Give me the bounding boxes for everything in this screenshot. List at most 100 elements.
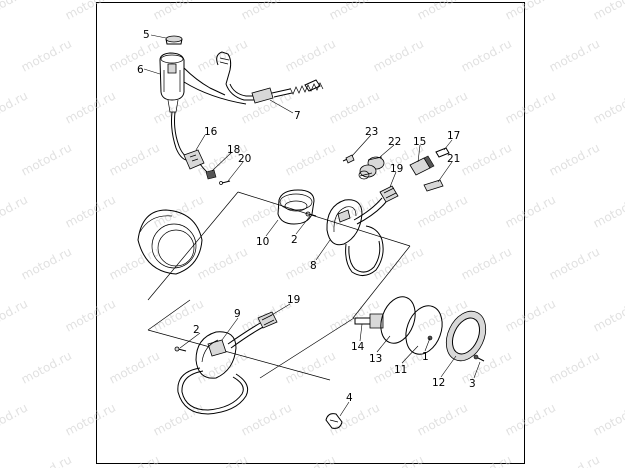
cover-plate-part xyxy=(405,305,443,355)
callout-17: 17 xyxy=(447,130,460,142)
watermark-text: motod.ru xyxy=(327,88,382,126)
callout-10: 10 xyxy=(256,236,269,248)
watermark-text: motod.ru xyxy=(371,36,426,74)
watermark-text: motod.ru xyxy=(283,348,338,386)
wire-connector-part xyxy=(379,185,399,203)
callout-6: 6 xyxy=(137,64,144,76)
watermark-text: motod.ru xyxy=(459,140,514,178)
diagram-frame xyxy=(96,2,525,464)
watermark-text: motod.ru xyxy=(19,452,74,468)
watermark-text: motod.ru xyxy=(459,244,514,282)
watermark-text: motod.ru xyxy=(151,400,206,438)
watermark-text: motod.ru xyxy=(547,348,602,386)
watermark-text: motod.ru xyxy=(107,36,162,74)
watermark-text: motod.ru xyxy=(415,0,470,23)
watermark-text: motod.ru xyxy=(239,400,294,438)
cover-piece-part xyxy=(423,179,444,192)
watermark-text: motod.ru xyxy=(283,36,338,74)
watermark-text: motod.ru xyxy=(327,400,382,438)
watermark-text: motod.ru xyxy=(107,348,162,386)
magneto-lower-group xyxy=(147,299,355,415)
watermark-text: motod.ru xyxy=(19,36,74,74)
watermark-text: motod.ru xyxy=(0,192,30,230)
watermark-text: motod.ru xyxy=(547,36,602,74)
spark-plug-lead xyxy=(183,51,324,105)
callout-9: 9 xyxy=(234,308,241,320)
watermark-text: motod.ru xyxy=(371,452,426,468)
leader-lines xyxy=(143,34,481,417)
watermark-text: motod.ru xyxy=(503,88,558,126)
watermark-text: motod.ru xyxy=(415,400,470,438)
callout-12: 12 xyxy=(432,377,445,389)
watermark-text: motod.ru xyxy=(0,296,30,334)
watermark-text: motod.ru xyxy=(107,452,162,468)
callout-2-upper: 2 xyxy=(291,234,298,246)
callout-8: 8 xyxy=(310,260,317,272)
callout-3: 3 xyxy=(469,378,476,390)
watermark-text: motod.ru xyxy=(19,348,74,386)
coil-cap-part xyxy=(165,35,183,43)
callout-20: 20 xyxy=(238,153,251,165)
watermark-text: motod.ru xyxy=(591,296,625,334)
stator-plate-part xyxy=(326,199,363,246)
watermark-text: motod.ru xyxy=(63,296,118,334)
callout-19-upper: 19 xyxy=(390,163,403,175)
watermark-text: motod.ru xyxy=(19,140,74,178)
coil-connector-part xyxy=(183,149,205,170)
callout-labels: 5 6 7 16 18 20 23 22 15 17 19 21 10 2 8 … xyxy=(137,29,476,404)
screw-part xyxy=(221,180,231,184)
watermark-text: motod.ru xyxy=(19,244,74,282)
watermark-text: motod.ru xyxy=(107,244,162,282)
clip-part xyxy=(325,413,343,429)
watermark-text: motod.ru xyxy=(151,88,206,126)
watermark-text: motod.ru xyxy=(591,88,625,126)
watermark-text: motod.ru xyxy=(283,140,338,178)
watermark-text: motod.ru xyxy=(195,348,250,386)
flywheel-left xyxy=(137,209,203,275)
callout-21: 21 xyxy=(447,153,460,165)
flywheel-ring-part xyxy=(277,189,315,225)
watermark-text: motod.ru xyxy=(151,192,206,230)
callout-13: 13 xyxy=(369,353,382,365)
watermark-text: motod.ru xyxy=(195,36,250,74)
watermark-text: motod.ru xyxy=(0,88,30,126)
watermark-text: motod.ru xyxy=(283,452,338,468)
cover-group xyxy=(354,296,487,362)
watermark-text: motod.ru xyxy=(547,140,602,178)
watermark-text: motod.ru xyxy=(0,400,30,438)
callout-4: 4 xyxy=(346,392,353,404)
callout-2-lower: 2 xyxy=(193,324,200,336)
watermark-text: motod.ru xyxy=(547,244,602,282)
watermark-text: motod.ru xyxy=(327,192,382,230)
callout-14: 14 xyxy=(351,341,365,353)
watermark-text: motod.ru xyxy=(371,244,426,282)
ignition-coil-assembly xyxy=(159,35,231,185)
watermark-text: motod.ru xyxy=(63,192,118,230)
callout-1: 1 xyxy=(422,351,429,363)
callout-18: 18 xyxy=(227,144,240,156)
watermark-text: motod.ru xyxy=(591,0,625,23)
callout-16: 16 xyxy=(204,126,218,138)
callout-15: 15 xyxy=(413,136,426,148)
pickup-plate-part xyxy=(195,331,237,379)
callout-11: 11 xyxy=(394,364,407,376)
watermark-text: motod.ru xyxy=(459,36,514,74)
watermark-text: motod.ru xyxy=(151,0,206,23)
watermark-text: motod.ru xyxy=(591,192,625,230)
watermark-text: motod.ru xyxy=(239,192,294,230)
small-parts-group xyxy=(342,147,450,203)
callout-19-lower: 19 xyxy=(287,294,300,306)
watermark-text: motod.ru xyxy=(415,192,470,230)
magneto-upper-group xyxy=(147,189,411,319)
watermark-text: motod.ru xyxy=(107,140,162,178)
watermark-text: motod.ru xyxy=(503,296,558,334)
watermark-text: motod.ru xyxy=(239,0,294,23)
watermark-text: motod.ru xyxy=(547,452,602,468)
watermark-text: motod.ru xyxy=(591,400,625,438)
watermark-text: motod.ru xyxy=(63,400,118,438)
callout-23: 23 xyxy=(365,126,378,138)
small-terminal-part xyxy=(205,169,217,180)
gasket-part xyxy=(380,296,416,344)
watermark-text: motod.ru xyxy=(195,452,250,468)
